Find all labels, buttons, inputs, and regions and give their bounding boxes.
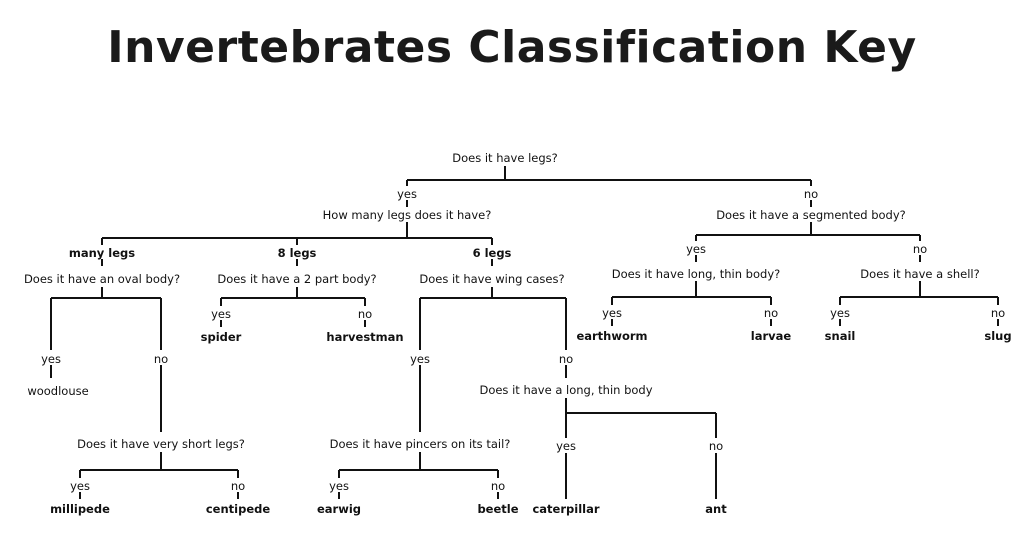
leaf-earthworm: earthworm	[576, 329, 647, 343]
leaf-larvae: larvae	[751, 329, 792, 343]
branch-short-legs-yes: yes	[70, 479, 90, 493]
branch-two-part-no: no	[358, 307, 372, 321]
leaf-beetle: beetle	[477, 502, 518, 516]
branch-long-thin-2-no: no	[709, 439, 723, 453]
question-shell: Does it have a shell?	[860, 267, 979, 281]
page-title: Invertebrates Classification Key	[107, 22, 917, 73]
branch-wing-yes: yes	[410, 352, 430, 366]
question-long-thin-body-2: Does it have a long, thin body	[479, 383, 652, 397]
tree-connectors	[50, 166, 999, 499]
leaf-snail: snail	[825, 329, 856, 343]
branch-short-legs-no: no	[231, 479, 245, 493]
question-two-part-body: Does it have a 2 part body?	[217, 272, 376, 286]
question-pincers-on-tail: Does it have pincers on its tail?	[330, 437, 511, 451]
question-how-many-legs: How many legs does it have?	[323, 208, 492, 222]
question-very-short-legs: Does it have very short legs?	[77, 437, 245, 451]
question-wing-cases: Does it have wing cases?	[419, 272, 564, 286]
branch-shell-no: no	[991, 306, 1005, 320]
branch-legs-no: no	[804, 187, 818, 201]
leaf-caterpillar: caterpillar	[532, 502, 599, 516]
branch-segmented-no: no	[913, 242, 927, 256]
branch-long-thin-yes: yes	[602, 306, 622, 320]
branch-long-thin-2-yes: yes	[556, 439, 576, 453]
branch-oval-yes: yes	[41, 352, 61, 366]
branch-long-thin-no: no	[764, 306, 778, 320]
leaf-harvestman: harvestman	[326, 330, 403, 344]
question-long-thin-body: Does it have long, thin body?	[612, 267, 780, 281]
leaf-millipede: millipede	[50, 502, 110, 516]
branch-many-legs: many legs	[69, 246, 135, 260]
branch-8-legs: 8 legs	[278, 246, 317, 260]
branch-two-part-yes: yes	[211, 307, 231, 321]
leaf-centipede: centipede	[206, 502, 271, 516]
leaf-slug: slug	[984, 329, 1011, 343]
branch-pincers-no: no	[491, 479, 505, 493]
leaf-woodlouse: woodlouse	[27, 384, 88, 398]
branch-wing-no: no	[559, 352, 573, 366]
leaf-ant: ant	[705, 502, 727, 516]
question-segmented-body: Does it have a segmented body?	[716, 208, 906, 222]
question-oval-body: Does it have an oval body?	[24, 272, 180, 286]
branch-pincers-yes: yes	[329, 479, 349, 493]
leaf-earwig: earwig	[317, 502, 361, 516]
branch-oval-no: no	[154, 352, 168, 366]
leaf-spider: spider	[201, 330, 242, 344]
branch-segmented-yes: yes	[686, 242, 706, 256]
question-has-legs: Does it have legs?	[452, 151, 558, 165]
tree-labels: Does it have legs? yes no How many legs …	[24, 151, 1012, 516]
branch-6-legs: 6 legs	[473, 246, 512, 260]
branch-legs-yes: yes	[397, 187, 417, 201]
branch-shell-yes: yes	[830, 306, 850, 320]
